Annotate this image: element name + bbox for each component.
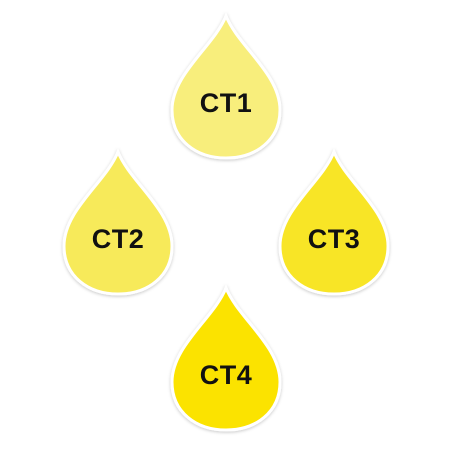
drop-ct2-label: CT2 [91,224,145,254]
drop-ct4-label: CT4 [199,360,253,390]
drop-ct3-label: CT3 [307,224,361,254]
drop-ct4: CT4 [166,283,286,434]
drop-ct1-label: CT1 [199,88,253,118]
drop-ct1: CT1 [166,11,286,162]
drop-ct3: CT3 [274,147,394,298]
drop-ct2-shape [62,147,174,296]
drop-ct4-shape [170,283,282,432]
drop-ct2: CT2 [58,147,178,298]
drop-ct3-shape [278,147,390,296]
drop-ct1-shape [170,11,282,160]
